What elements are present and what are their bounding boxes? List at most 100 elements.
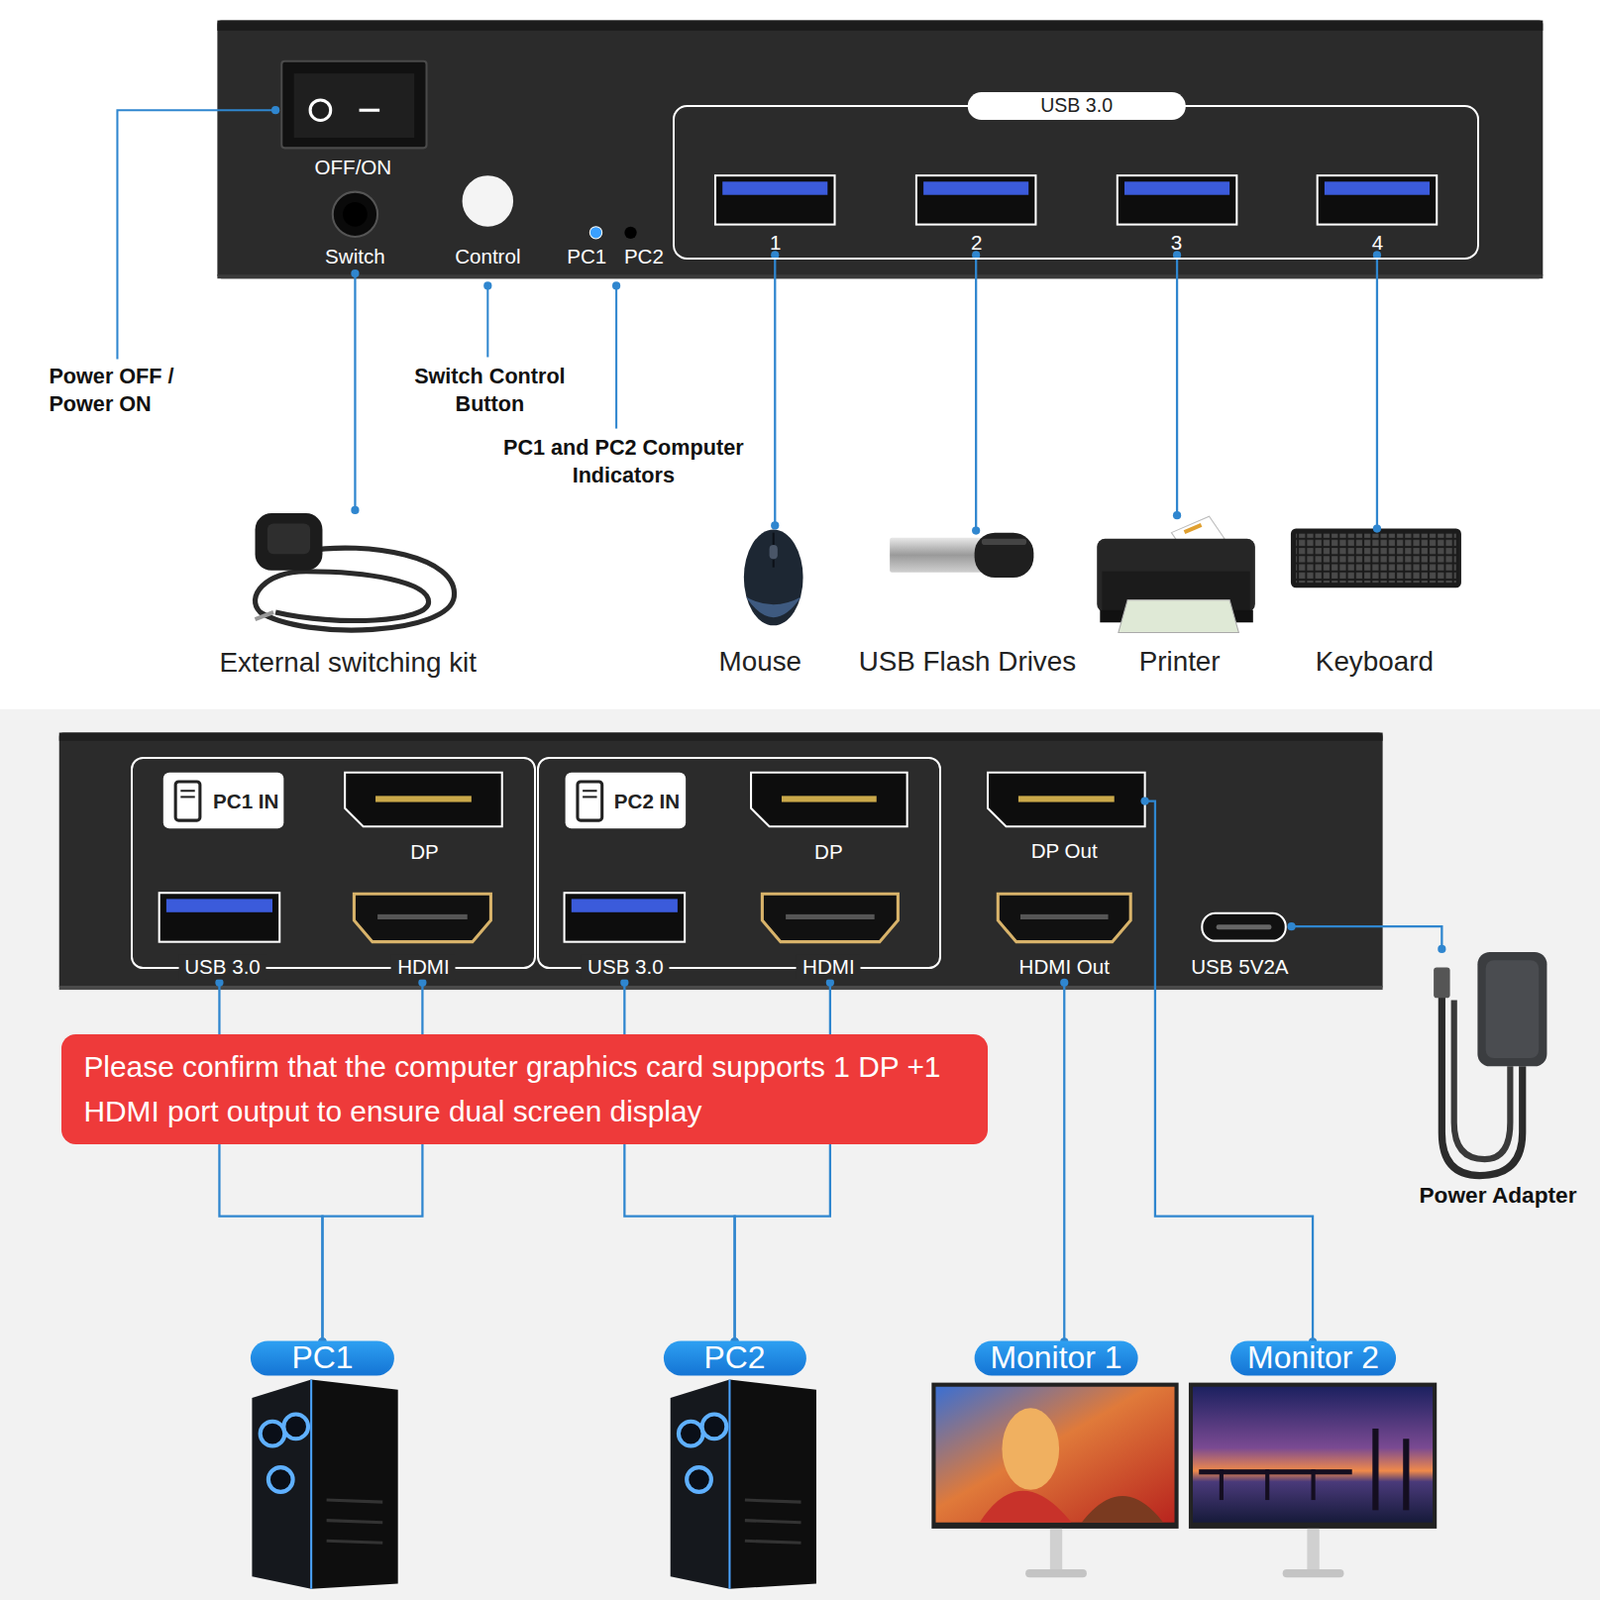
device-item: Keyboard xyxy=(1287,529,1464,687)
device-label: Mouse xyxy=(719,645,802,679)
keyboard-picture xyxy=(1295,533,1457,583)
displayport-port xyxy=(375,795,472,802)
hdmi-port xyxy=(997,893,1131,942)
device-item: External switching kit xyxy=(204,510,496,686)
rear-panel xyxy=(59,733,1384,991)
keyboard-picture xyxy=(1290,529,1462,589)
indicator-led xyxy=(624,226,637,239)
monitor-picture xyxy=(1311,1469,1316,1500)
usb-port-group: USB 3.01234 xyxy=(672,105,1481,260)
mouse-picture xyxy=(744,530,804,627)
usb-port xyxy=(1117,175,1238,224)
monitor-picture xyxy=(1265,1469,1270,1500)
usb-port: 2 xyxy=(916,175,1037,255)
front-panel xyxy=(216,20,1543,280)
device-item: Mouse xyxy=(704,525,819,686)
bottom-background xyxy=(0,709,1600,1600)
input-group: PC2 INDPUSB 3.0HDMI xyxy=(536,756,942,969)
power-adapter-picture xyxy=(1486,960,1540,1059)
usb-port: 1 xyxy=(715,175,836,255)
hdmi-port xyxy=(353,893,1131,942)
control-button xyxy=(462,175,514,226)
pc-badge xyxy=(175,781,201,821)
front-panel xyxy=(216,20,1543,280)
rear-panel xyxy=(59,985,1384,990)
rear-panel xyxy=(59,733,1384,991)
leader-line xyxy=(486,285,489,357)
pc-badge xyxy=(582,789,597,792)
leader-line xyxy=(615,285,618,428)
pc-tower-picture xyxy=(251,1380,312,1590)
device-label: USB Flash Drives xyxy=(858,645,1076,679)
displayport-port xyxy=(781,795,877,802)
group-heading: USB 3.0 xyxy=(966,92,1185,120)
bottom-background xyxy=(0,709,1600,1600)
usb-port xyxy=(1124,181,1230,195)
hdmi-port xyxy=(377,914,468,920)
switching-kit-picture xyxy=(254,513,454,631)
printer-picture xyxy=(1096,516,1256,633)
monitor-picture xyxy=(1219,1469,1224,1500)
monitor-picture xyxy=(1188,1383,1437,1529)
usb-port xyxy=(715,175,1437,224)
connector-dot xyxy=(1437,945,1446,954)
connector-dot xyxy=(1060,978,1068,987)
pc-tower-picture xyxy=(678,1421,704,1447)
top-background xyxy=(0,0,1600,710)
callout-label: PC1 and PC2 Computer Indicators xyxy=(501,433,747,490)
connector-dot xyxy=(1373,524,1382,533)
usb-port: 3 xyxy=(1117,175,1238,255)
displayport-port: DP Out xyxy=(987,772,1146,867)
pc-badge xyxy=(582,795,597,798)
monitor-picture xyxy=(1001,1407,1060,1490)
leader-dot xyxy=(271,106,280,114)
connector-line xyxy=(1063,982,1066,1343)
hdmi-port xyxy=(353,893,491,942)
front-panel xyxy=(216,274,1543,279)
flash-drive-picture xyxy=(974,533,1035,578)
connector-line xyxy=(1291,926,1443,950)
connector-dot xyxy=(1286,922,1295,931)
flash-drive-picture xyxy=(889,533,1034,578)
device-item: USB Flash Drives xyxy=(854,531,1080,687)
usb-c-port xyxy=(1201,913,1285,942)
computer-item: PC1 xyxy=(244,1341,401,1592)
usb-port xyxy=(166,898,273,912)
hdmi-port xyxy=(785,914,875,920)
pc-tower-picture xyxy=(702,1414,728,1440)
port-label: 4 xyxy=(1372,230,1384,256)
name-pill: PC2 xyxy=(662,1340,806,1376)
connector-line xyxy=(1376,254,1379,529)
hdmi-port xyxy=(761,893,898,942)
pc-tower-picture xyxy=(670,1380,731,1590)
port-label: Switch xyxy=(324,243,386,269)
displayport-port xyxy=(344,772,503,828)
port-label: DP Out xyxy=(1031,839,1098,864)
usb-port xyxy=(159,892,281,942)
group-heading: PC2 IN xyxy=(614,788,680,814)
computer-item: PC2 xyxy=(656,1341,813,1592)
usb-port xyxy=(564,892,686,942)
switching-kit-picture xyxy=(267,523,311,554)
pc-badge xyxy=(180,789,195,792)
monitor-picture xyxy=(1081,1495,1164,1523)
top-background xyxy=(0,0,1600,710)
port-label: HDMI xyxy=(796,955,861,980)
leader-line xyxy=(116,109,617,428)
switch-jack xyxy=(332,192,378,237)
port-label: USB 3.0 xyxy=(581,955,670,980)
power-adapter: Power Adapter xyxy=(1407,949,1592,1213)
pc-tower-picture xyxy=(283,1414,309,1440)
name-pill: Monitor 1 xyxy=(974,1340,1139,1376)
connector-line xyxy=(974,254,977,531)
usb-port xyxy=(715,175,836,224)
power-adapter-picture xyxy=(1433,966,1450,998)
usb-port xyxy=(1324,181,1430,195)
device-item: Printer xyxy=(1110,515,1252,686)
leader-dot xyxy=(483,281,492,290)
pc-tower-picture xyxy=(745,1540,802,1543)
connector-line xyxy=(773,254,776,526)
pc-tower-picture xyxy=(745,1499,802,1502)
switch-jack: Switch xyxy=(314,190,396,274)
